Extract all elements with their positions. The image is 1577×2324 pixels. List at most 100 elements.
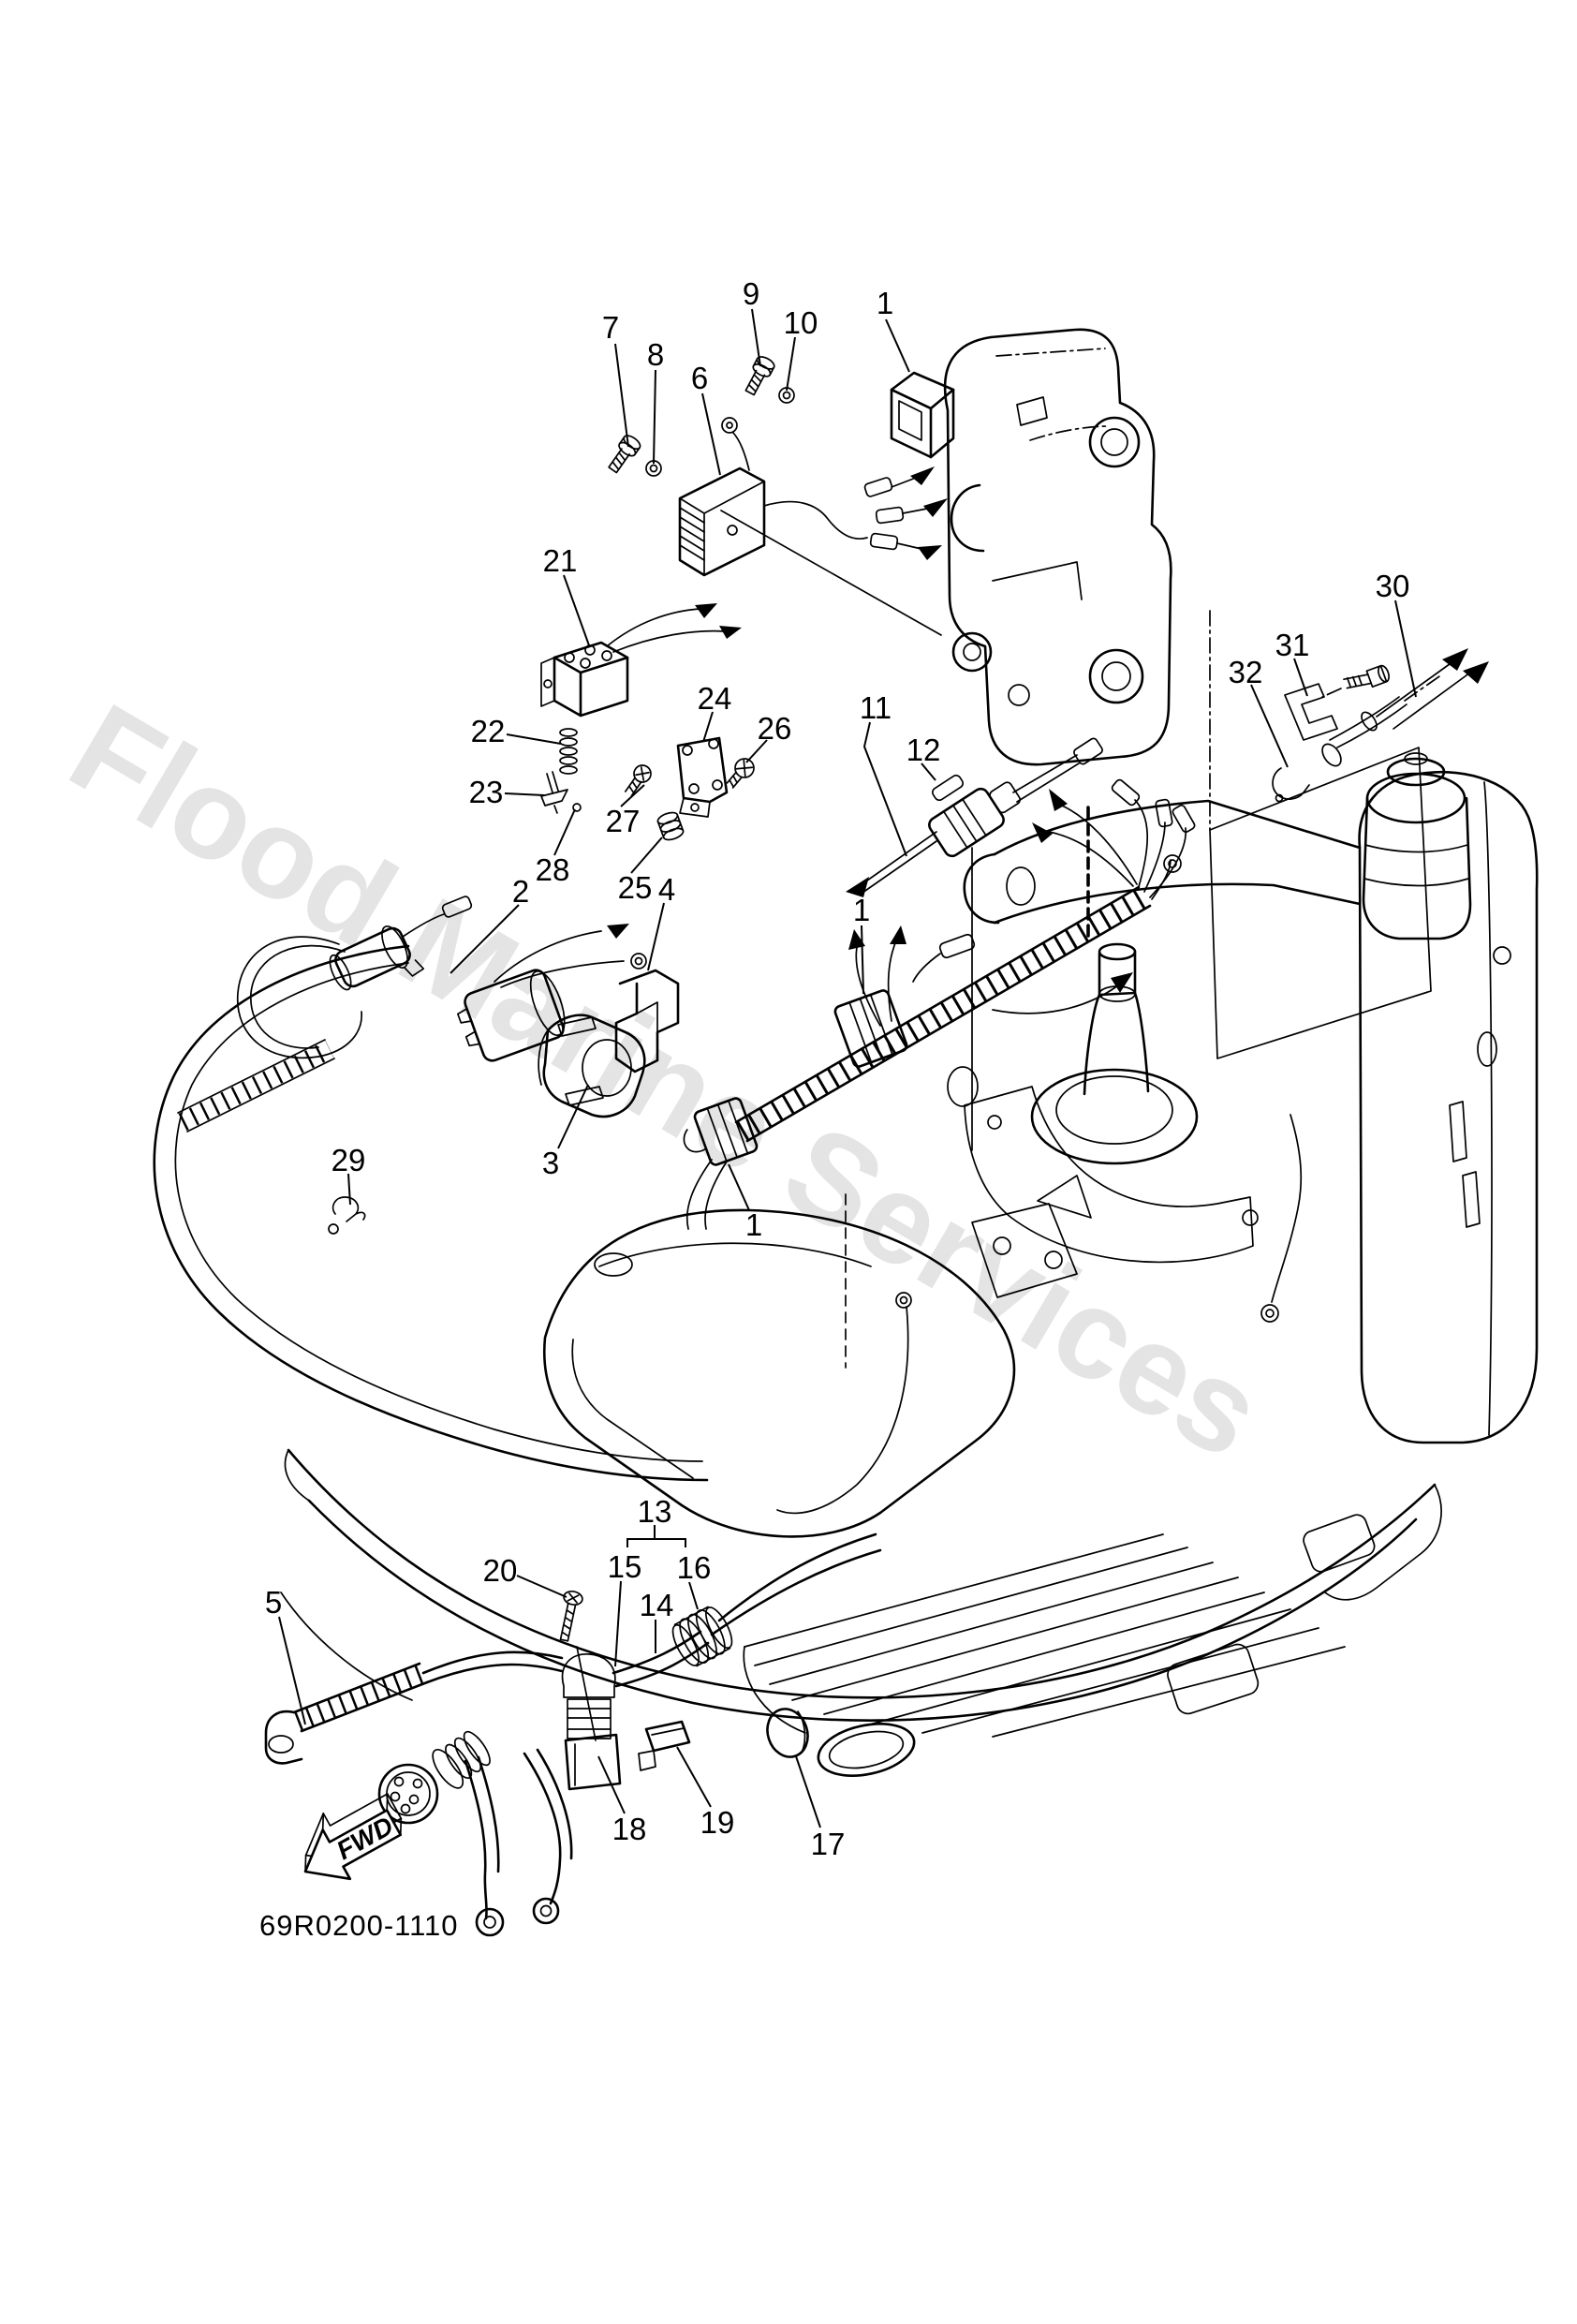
leader-line-27	[620, 784, 645, 807]
spring-22	[559, 728, 578, 775]
leader-line-11	[862, 721, 907, 857]
watermark: Flood Marine Services	[48, 676, 1285, 1486]
callout-3: 3	[542, 1146, 559, 1180]
bottom-harness-group	[264, 1532, 882, 1937]
cover-4	[614, 969, 680, 1073]
leader-line-20	[516, 1575, 567, 1598]
callout-17: 17	[811, 1827, 846, 1861]
callout-7: 7	[602, 310, 619, 345]
callout-1: 1	[745, 1207, 762, 1242]
screw-7	[608, 435, 641, 474]
leader-line-10	[786, 336, 796, 392]
callout-15: 15	[608, 1549, 642, 1584]
leader-line-24	[702, 711, 714, 743]
callout-4: 4	[658, 872, 675, 907]
callout-19: 19	[700, 1805, 735, 1840]
leader-line-16	[688, 1581, 699, 1610]
leader-line-1	[861, 925, 864, 995]
leader-line-31	[1293, 658, 1308, 697]
leader-line-18	[597, 1755, 626, 1814]
leader-line-5	[278, 1616, 306, 1725]
callout-13-bracket	[626, 1538, 686, 1547]
solenoid-assembly	[540, 603, 755, 841]
screw-20	[559, 1590, 583, 1642]
connector-housing-mid	[833, 989, 908, 1068]
leader-line-12	[921, 762, 936, 781]
connector-housing-low	[683, 1097, 759, 1166]
leader-line-1	[885, 318, 910, 373]
leader-line-22	[506, 733, 562, 745]
callout-18: 18	[612, 1812, 647, 1846]
engine-block	[776, 610, 1539, 1515]
leader-line-15	[614, 1580, 622, 1667]
callout-14: 14	[640, 1588, 674, 1622]
cap-17	[766, 1708, 809, 1758]
callout-23: 23	[469, 775, 504, 809]
leader-line-26	[745, 739, 768, 763]
callout-21: 21	[543, 543, 578, 578]
callout-26: 26	[758, 711, 792, 746]
leader-line-9	[751, 308, 761, 367]
starter-relay	[457, 969, 566, 1062]
callout-12: 12	[906, 733, 941, 767]
callout-16: 16	[677, 1550, 712, 1585]
callout-8: 8	[647, 337, 664, 372]
screw-27	[624, 764, 652, 797]
callout-1: 1	[853, 893, 870, 927]
leader-line-1	[728, 1163, 750, 1211]
leader-line-3	[557, 1084, 589, 1149]
leader-line-4	[647, 902, 665, 971]
callout-30: 30	[1376, 569, 1410, 603]
grommet-25	[656, 811, 685, 841]
bottom-cowling	[280, 1448, 1442, 1777]
leader-line-23	[504, 792, 545, 796]
callout-25: 25	[618, 870, 653, 905]
wire-harness	[683, 778, 1196, 1230]
fwd-arrow: FWD	[303, 1793, 403, 1881]
callout-24: 24	[698, 681, 732, 716]
leader-line-7	[614, 343, 629, 448]
screw-9	[744, 356, 775, 396]
leader-line-19	[676, 1746, 712, 1808]
callout-9: 9	[743, 276, 759, 311]
starter-relay-group	[153, 896, 709, 1482]
callout-32: 32	[1229, 655, 1263, 689]
leader-line-21	[563, 574, 590, 646]
watermark-text: Flood Marine Services	[48, 676, 1285, 1486]
pin-12	[931, 774, 965, 802]
callout-2: 2	[512, 874, 529, 909]
fuel-tank	[543, 1208, 1016, 1538]
callout-1: 1	[877, 286, 893, 320]
leader-line-8	[653, 369, 656, 465]
throttle-link-group	[1272, 648, 1489, 803]
screw-26	[726, 758, 755, 789]
leader-line-2	[450, 904, 520, 974]
leader-line-29	[347, 1173, 351, 1206]
clip-32	[1272, 767, 1310, 803]
rubber-mount-3	[538, 1014, 646, 1118]
callout-31: 31	[1275, 628, 1310, 662]
callout-10: 10	[784, 305, 818, 340]
callout-22: 22	[471, 714, 506, 748]
callout-27: 27	[606, 804, 641, 838]
callout-13: 13	[638, 1494, 672, 1529]
leader-line-32	[1250, 684, 1289, 768]
callout-28: 28	[536, 852, 570, 887]
clip-19	[638, 1720, 691, 1771]
callout-5: 5	[265, 1585, 282, 1620]
rectifier-assembly	[608, 356, 955, 577]
leader-line-25	[630, 836, 663, 874]
callout-29: 29	[332, 1143, 366, 1177]
leader-line-6	[701, 392, 721, 476]
callout-11: 11	[860, 690, 892, 725]
leader-line-28	[553, 808, 576, 856]
spark-plug-wire-assembly	[846, 737, 1103, 897]
connector-housing-top	[890, 371, 955, 459]
electrical-bracket	[720, 328, 1172, 766]
callout-20: 20	[483, 1553, 518, 1588]
leader-line-30	[1394, 600, 1417, 698]
leader-line-17	[795, 1755, 821, 1828]
grommet-16	[671, 1606, 733, 1667]
